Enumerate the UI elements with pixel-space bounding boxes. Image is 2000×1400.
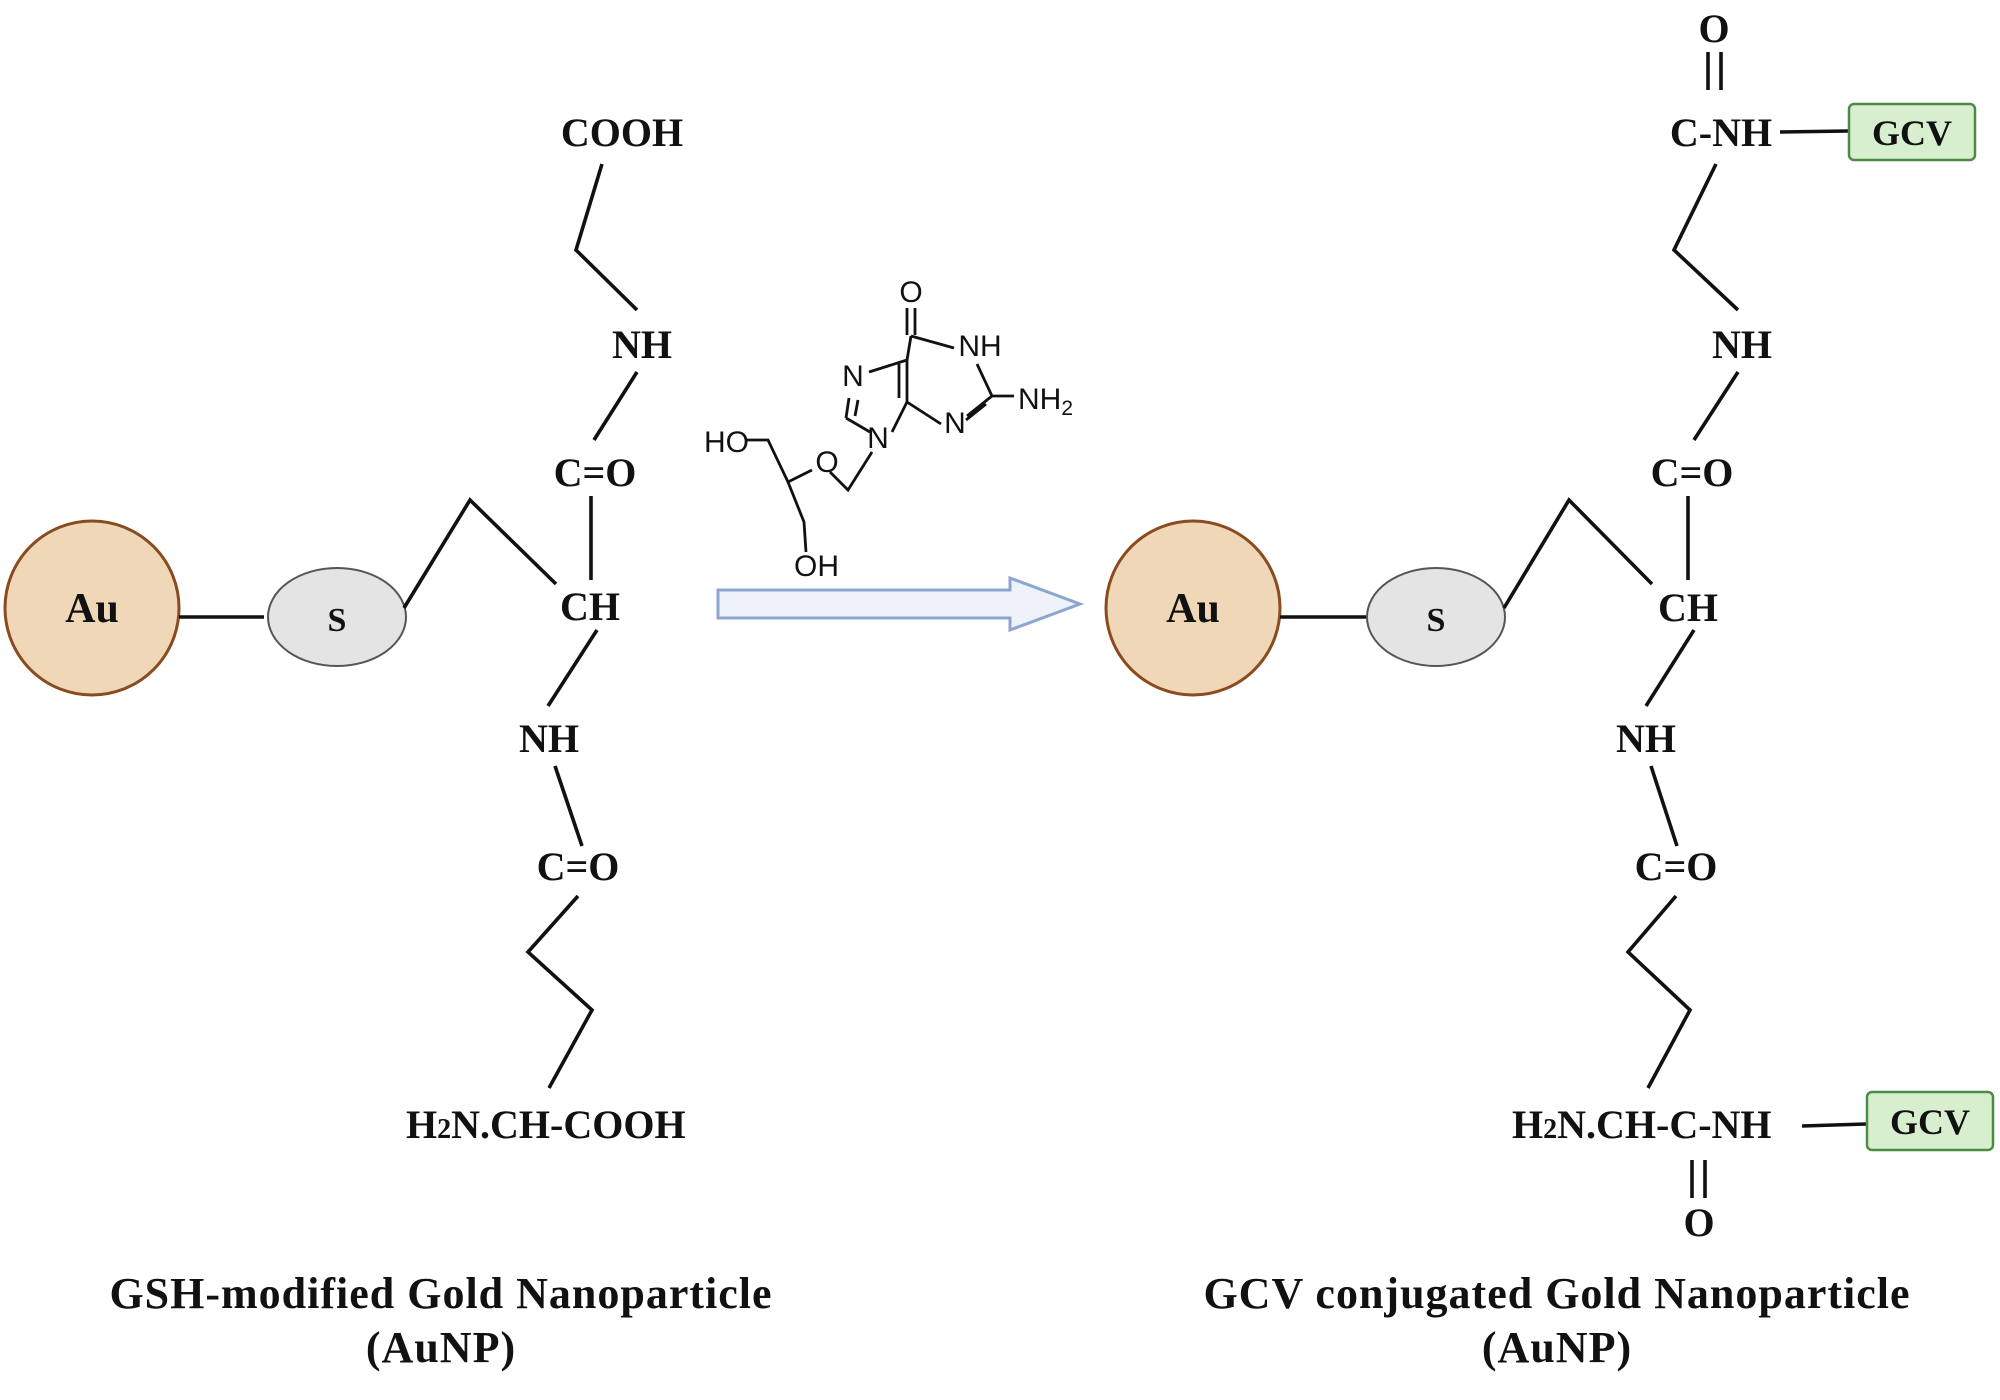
mol-n-nine: N (867, 422, 889, 455)
co-lower-left: C=O (537, 844, 620, 889)
c-nh-top-right: C-NH (1670, 110, 1772, 155)
nh-lower-left: NH (519, 716, 579, 761)
bottom-amino-acid-left: H2N.CH-COOH (406, 1102, 686, 1147)
ch-nh-bond-right (1644, 629, 1696, 707)
caption-left-line2: (AuNP) (366, 1323, 516, 1372)
o-bottom-right: O (1683, 1200, 1714, 1245)
mol-ho: HO (704, 426, 749, 459)
gcv-aunp-structure: Au S O C-NH GCV NH C=O CH NH C=O H2N.CH-… (1104, 6, 1995, 1372)
mol-ring-bond-4 (906, 400, 942, 426)
co-bottom-chain-right (1625, 894, 1693, 1089)
nh-co-lower-bond-right (1649, 765, 1679, 847)
sulfur-label-left: S (328, 602, 347, 639)
mol-sidechain-3 (786, 481, 808, 553)
mol-sidechain-2 (746, 438, 813, 484)
gcv-top-link (1779, 129, 1849, 134)
cooh-top-left: COOH (561, 110, 683, 155)
s-ch-chain-right (1502, 497, 1654, 609)
ch-right: CH (1658, 585, 1718, 630)
caption-right-line2: (AuNP) (1482, 1323, 1632, 1372)
nh-co-lower-bond-left (553, 765, 584, 847)
au-label-left: Au (65, 586, 119, 632)
mol-o-top: O (899, 276, 922, 309)
bottom-amide-right: H2N.CH-C-NH (1512, 1102, 1772, 1147)
gcv-box-top (1847, 102, 1977, 162)
mol-ring-bond-1 (910, 334, 955, 350)
s-ch-chain-left (402, 497, 558, 609)
gold-nanoparticle-left (3, 519, 181, 697)
cooh-nh-chain-left (573, 163, 639, 312)
mol-ring5-bond-3 (845, 416, 871, 434)
caption-right-line1: GCV conjugated Gold Nanoparticle (1203, 1269, 1910, 1318)
gold-nanoparticle-right (1104, 519, 1282, 697)
nh-lower-right: NH (1616, 716, 1676, 761)
amide-nh-chain-right (1671, 163, 1740, 312)
mol-oh: OH (794, 550, 839, 583)
ganciclovir-reagent: O NH NH2 N N N O HO OH (704, 276, 1085, 633)
caption-left-line1: GSH-modified Gold Nanoparticle (109, 1269, 772, 1318)
mol-ring-bond-2 (975, 363, 994, 397)
gcv-bottom-link (1801, 1122, 1867, 1128)
nh-co-bond-left (592, 371, 639, 441)
mol-o-ether: O (815, 446, 838, 479)
mol-ring-bond-3 (966, 394, 993, 418)
ch-left: CH (560, 584, 620, 629)
nh-co-bond-right (1692, 371, 1740, 441)
reaction-arrow (716, 575, 1085, 633)
gcv-box-bottom (1865, 1090, 1995, 1152)
mol-sidechain-1 (829, 451, 874, 493)
gsh-aunp-structure: Au S COOH NH C=O CH NH C=O H2N.CH-COOH G… (3, 110, 772, 1372)
mol-nh-ring: NH (958, 330, 1001, 363)
mol-ring5-bond-2b (853, 399, 860, 417)
nh-top-right: NH (1712, 322, 1772, 367)
mol-ring5-bond-4 (890, 401, 909, 433)
gcv-label-top: GCV (1872, 113, 1952, 153)
mol-nh2: NH2 (1018, 383, 1073, 420)
mol-ring5-bond-1 (868, 358, 908, 374)
mol-n-bottom: N (944, 407, 966, 440)
sulfur-label-right: S (1427, 602, 1446, 639)
mol-n-left: N (842, 360, 864, 393)
co-bottom-chain-left (525, 894, 595, 1089)
gcv-label-bottom: GCV (1890, 1102, 1970, 1142)
co-upper-right: C=O (1651, 450, 1734, 495)
mol-ring-bond-6 (905, 335, 913, 361)
au-label-right: Au (1166, 586, 1220, 632)
sulfur-node-left (267, 567, 407, 667)
sulfur-node-right (1366, 567, 1506, 667)
o-top-right: O (1698, 6, 1729, 51)
nh-top-left: NH (612, 322, 672, 367)
mol-ring5-bond-2 (844, 397, 851, 419)
ch-nh-bond-left (546, 629, 599, 707)
co-upper-left: C=O (554, 450, 637, 495)
co-lower-right: C=O (1635, 844, 1718, 889)
mol-ring-bond-3b (965, 402, 987, 422)
